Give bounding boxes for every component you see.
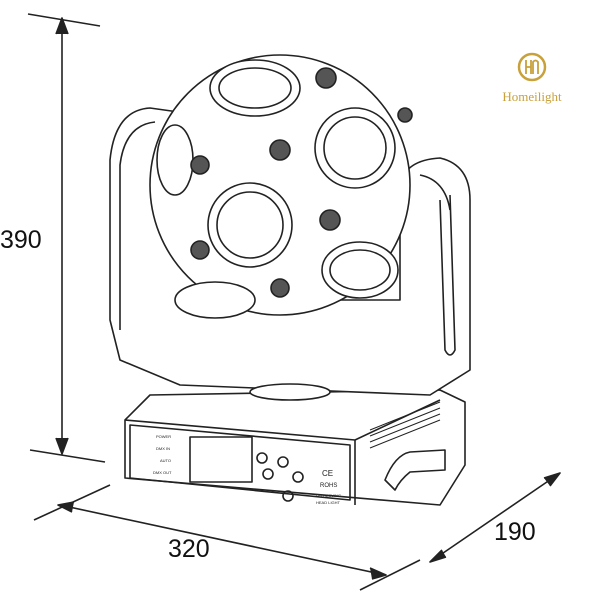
indicator-dmx-in: DMX IN — [156, 446, 170, 451]
rohs-mark: ROHS — [320, 483, 337, 489]
width-dimension-line — [33, 484, 421, 591]
product-label-1: LED MOVING — [316, 493, 341, 498]
indicator-power: POWER — [156, 434, 171, 439]
base-unit: POWER DMX IN AUTO DMX OUT CE ROHS LED MO… — [124, 389, 466, 506]
indicator-auto: AUTO — [160, 458, 171, 463]
depth-dimension-line — [429, 472, 561, 563]
ball-head — [149, 54, 413, 319]
brand-name: Homeilight — [502, 89, 562, 104]
depth-dimension-label: 190 — [494, 518, 536, 546]
indicator-dmx-out: DMX OUT — [153, 470, 172, 475]
brand-logo: Homeilight — [482, 52, 582, 105]
height-dimension-line — [27, 13, 106, 463]
product-label-2: HEAD LIGHT — [316, 500, 341, 505]
ce-mark: CE — [322, 469, 333, 478]
brand-logo-icon — [517, 52, 547, 82]
width-dimension-label: 320 — [168, 535, 210, 563]
height-dimension-label: 390 — [0, 226, 42, 254]
